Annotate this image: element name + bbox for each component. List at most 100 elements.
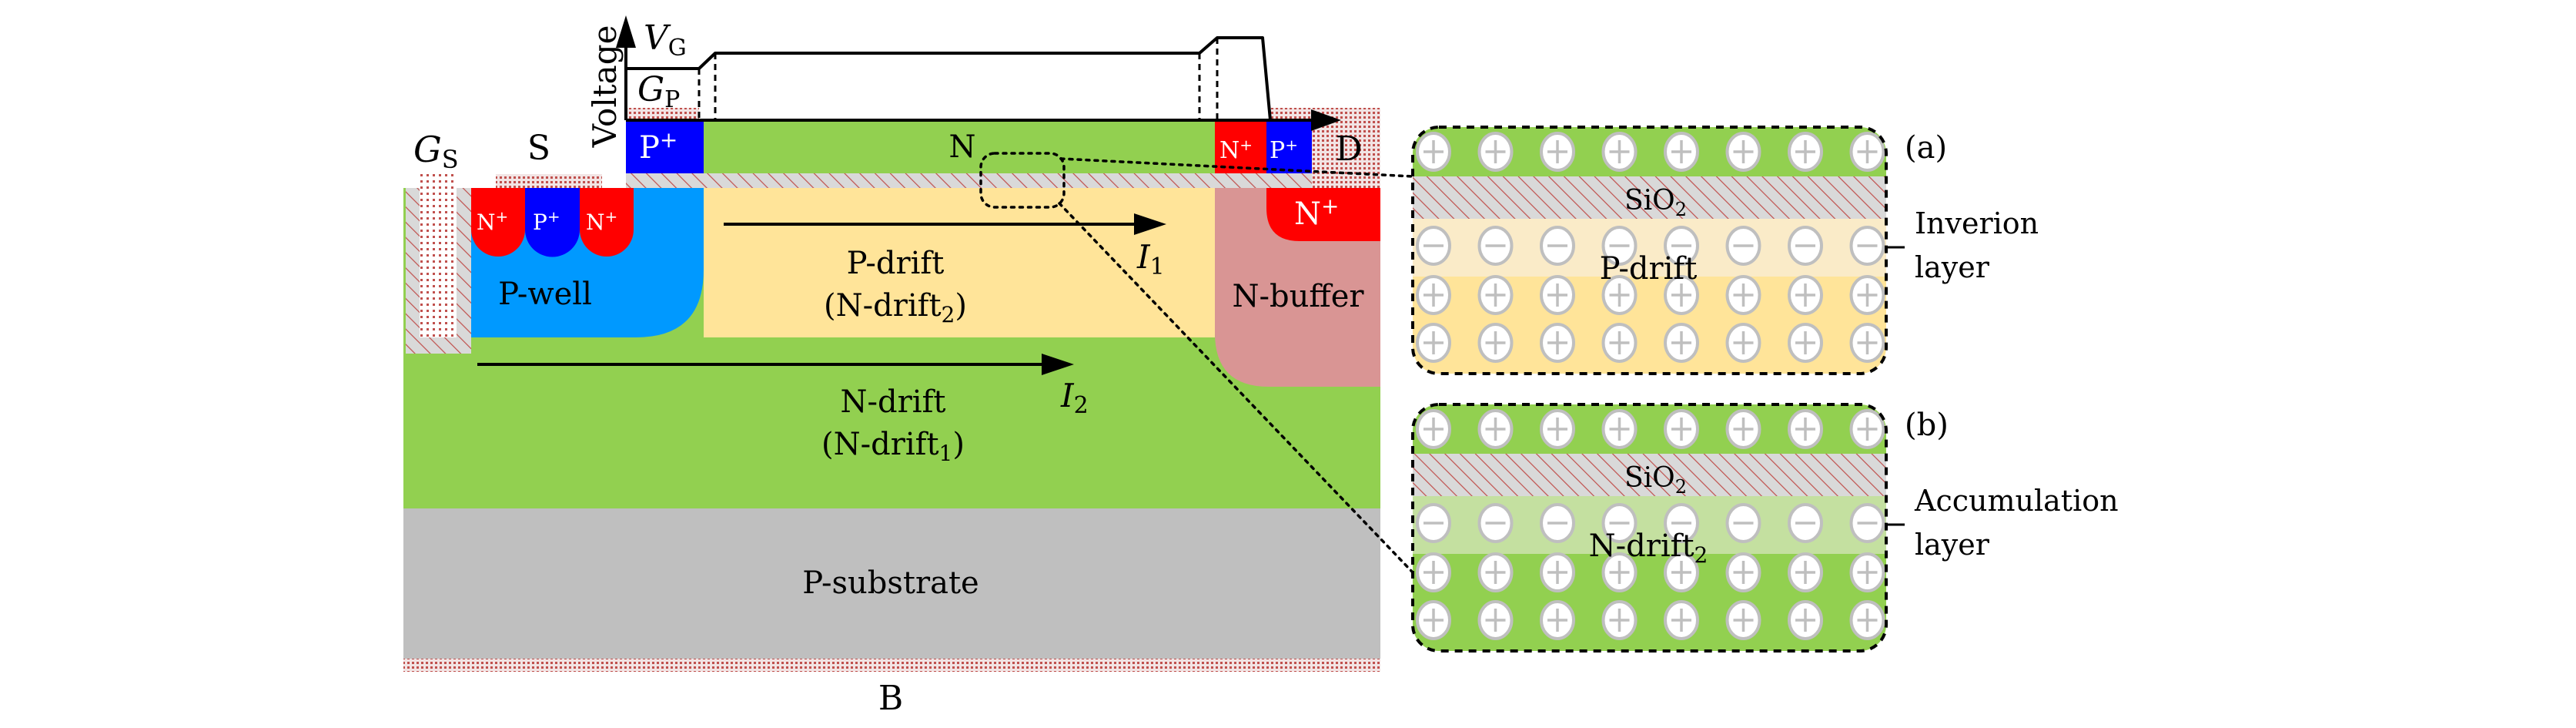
negative-charge-icon <box>1664 226 1699 266</box>
positive-charge-icon <box>1788 275 1823 315</box>
drain-n-plus-label: N+ <box>1294 193 1339 232</box>
positive-charge-icon <box>1540 132 1575 172</box>
zoom-line-a <box>1059 157 1414 178</box>
inset-b-layer-label: N-drift2 <box>1589 528 1708 568</box>
positive-charge-icon <box>1788 409 1823 449</box>
positive-charge-icon <box>1788 323 1823 363</box>
positive-charge-icon <box>1788 552 1823 592</box>
inset-b-border <box>1411 403 1888 653</box>
p-drift-label: P-drift <box>847 246 945 281</box>
negative-charge-icon <box>1849 226 1885 266</box>
gp-terminal-label: GP <box>637 70 680 113</box>
source-terminal-label: S <box>527 129 550 168</box>
top-n-label: N <box>949 129 976 165</box>
positive-charge-icon <box>1416 275 1451 315</box>
zoom-line-b <box>1058 202 1414 574</box>
positive-charge-icon <box>1849 552 1885 592</box>
n-buffer-label: N-buffer <box>1232 279 1364 314</box>
positive-charge-icon <box>1664 600 1699 640</box>
voltage-waveform <box>616 15 1341 131</box>
negative-charge-icon <box>1540 503 1575 543</box>
source-n-plus-right-label: N+ <box>586 207 617 235</box>
inset-b-charges <box>1416 409 1885 640</box>
negative-charge-icon <box>1664 503 1699 543</box>
n-drift-label: N-drift <box>841 384 946 420</box>
positive-charge-icon <box>1601 600 1638 640</box>
positive-charge-icon <box>1664 132 1699 172</box>
source-p-plus-region <box>525 188 580 257</box>
negative-charge-icon <box>1416 503 1451 543</box>
inset-a-tag: (a) <box>1905 130 1947 166</box>
n-drift-alias-label: (N-drift1) <box>821 427 965 466</box>
negative-charge-icon <box>1788 503 1823 543</box>
vg-label: VG <box>644 18 687 62</box>
positive-charge-icon <box>1725 409 1761 449</box>
positive-charge-icon <box>1601 275 1638 315</box>
top-n-layer <box>704 120 1215 173</box>
positive-charge-icon <box>1477 323 1514 363</box>
inset-a-oxide <box>1413 176 1886 219</box>
positive-charge-icon <box>1601 409 1638 449</box>
p-drift-alias-label: (N-drift2) <box>824 288 967 327</box>
positive-charge-icon <box>1849 275 1885 315</box>
p-well-label: P-well <box>498 277 592 312</box>
inset-b-tag: (b) <box>1905 408 1949 443</box>
positive-charge-icon <box>1664 552 1699 592</box>
positive-charge-icon <box>1664 409 1699 449</box>
positive-charge-icon <box>1540 552 1575 592</box>
positive-charge-icon <box>1477 600 1514 640</box>
gate-oxide-layer <box>626 173 1312 188</box>
negative-charge-icon <box>1416 226 1451 266</box>
drain-top-p-plus-label: P+ <box>1270 136 1298 164</box>
i2-arrowhead <box>1042 354 1074 375</box>
inset-b-oxide-label: SiO2 <box>1624 462 1687 498</box>
trench-gate-poly <box>420 174 457 337</box>
source-n-plus-right-region <box>580 188 634 257</box>
inset-a-callout-line1: Inverion <box>1915 206 2039 240</box>
top-p-plus-label: P+ <box>639 127 677 166</box>
inset-a-inversion <box>1411 126 1888 375</box>
negative-charge-icon <box>1849 503 1885 543</box>
positive-charge-icon <box>1725 600 1761 640</box>
position-axis-arrowhead <box>1311 109 1341 131</box>
positive-charge-icon <box>1725 323 1761 363</box>
positive-charge-icon <box>1601 323 1638 363</box>
positive-charge-icon <box>1477 409 1514 449</box>
negative-charge-icon <box>1725 226 1761 266</box>
zoom-source-box <box>979 152 1066 209</box>
positive-charge-icon <box>1540 275 1575 315</box>
positive-charge-icon <box>1477 552 1514 592</box>
source-n-plus-left-region <box>471 188 525 257</box>
negative-charge-icon <box>1477 226 1514 266</box>
negative-charge-icon <box>1601 226 1638 266</box>
inset-b-callout-line1: Accumulation <box>1914 484 2119 518</box>
positive-charge-icon <box>1849 132 1885 172</box>
positive-charge-icon <box>1477 132 1514 172</box>
positive-charge-icon <box>1788 132 1823 172</box>
inset-b-callout-line2: layer <box>1915 528 1990 562</box>
positive-charge-icon <box>1540 409 1575 449</box>
voltage-profile-curve <box>626 36 1272 121</box>
drain-top-p-plus-region <box>1266 120 1312 173</box>
back-metal-contact <box>403 659 1380 672</box>
positive-charge-icon <box>1664 275 1699 315</box>
p-substrate-label: P-substrate <box>802 565 979 601</box>
positive-charge-icon <box>1725 552 1761 592</box>
positive-charge-icon <box>1849 323 1885 363</box>
i1-label: I1 <box>1136 238 1165 280</box>
drain-n-plus-region <box>1266 188 1380 241</box>
source-n-plus-left-label: N+ <box>477 207 508 235</box>
positive-charge-icon <box>1788 600 1823 640</box>
positive-charge-icon <box>1601 132 1638 172</box>
voltage-axis-label: Voltage <box>586 25 624 149</box>
inset-a-layer-label: P-drift <box>1600 251 1698 287</box>
positive-charge-icon <box>1725 275 1761 315</box>
inset-a-border <box>1411 126 1888 375</box>
negative-charge-icon <box>1540 226 1575 266</box>
source-p-plus-label: P+ <box>533 207 560 235</box>
voltage-axis-arrowhead <box>616 15 636 48</box>
inset-a-charges <box>1416 132 1885 363</box>
drain-terminal-label: D <box>1335 129 1362 169</box>
positive-charge-icon <box>1477 275 1514 315</box>
